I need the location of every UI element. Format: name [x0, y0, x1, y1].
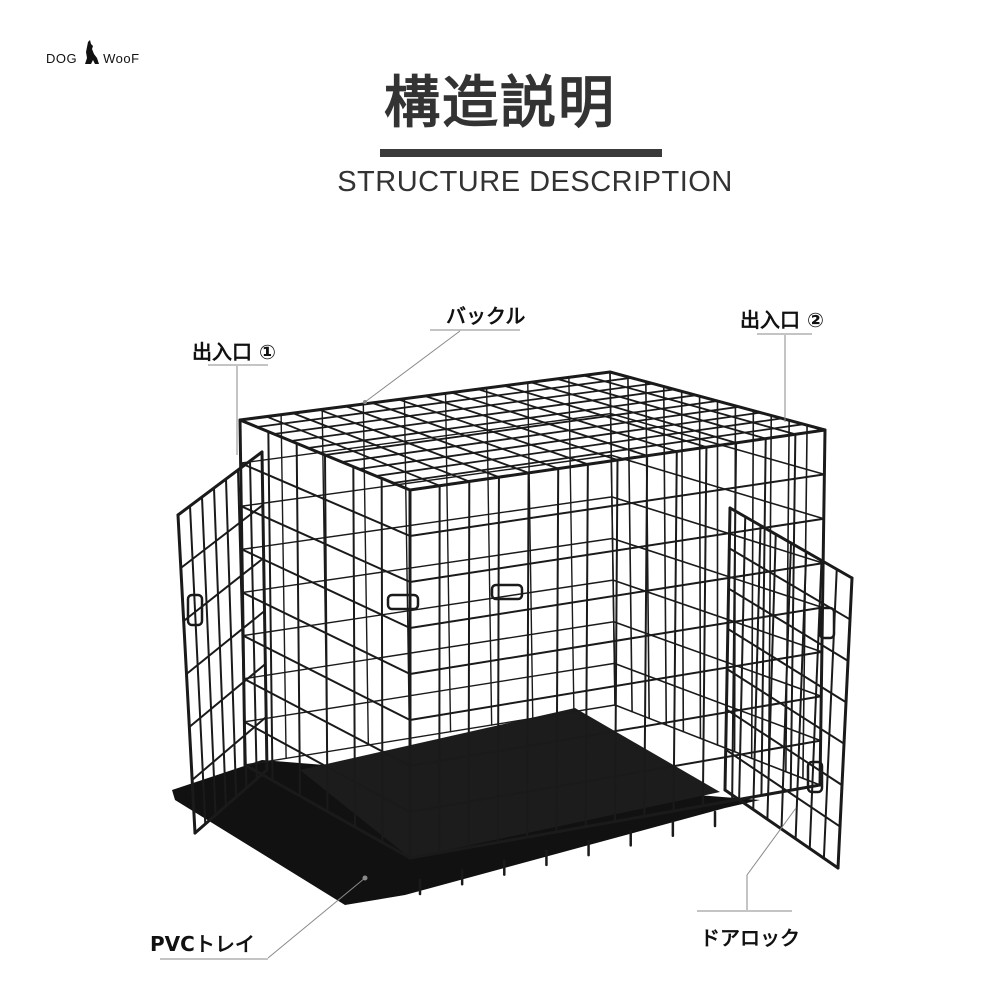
label-pvc-tray: PVCトレイ	[150, 932, 255, 956]
label-entrance-1: 出入口 ①	[192, 340, 276, 364]
label-entrance-2: 出入口 ②	[740, 308, 824, 332]
title-underline	[380, 149, 662, 157]
logo-text-left: DOG	[46, 51, 78, 66]
page-subtitle: STRUCTURE DESCRIPTION	[337, 166, 733, 198]
dog-silhouette-icon	[85, 40, 100, 64]
leader-lines	[160, 329, 812, 960]
label-buckle: バックル	[446, 304, 526, 328]
cage-wireframe	[176, 370, 854, 896]
page-title: 構造説明	[384, 71, 616, 136]
brand-logo: DOG WooF	[46, 40, 140, 66]
label-door-lock: ドアロック	[700, 926, 800, 950]
pvc-tray	[172, 708, 760, 905]
logo-text-right: WooF	[103, 51, 140, 66]
